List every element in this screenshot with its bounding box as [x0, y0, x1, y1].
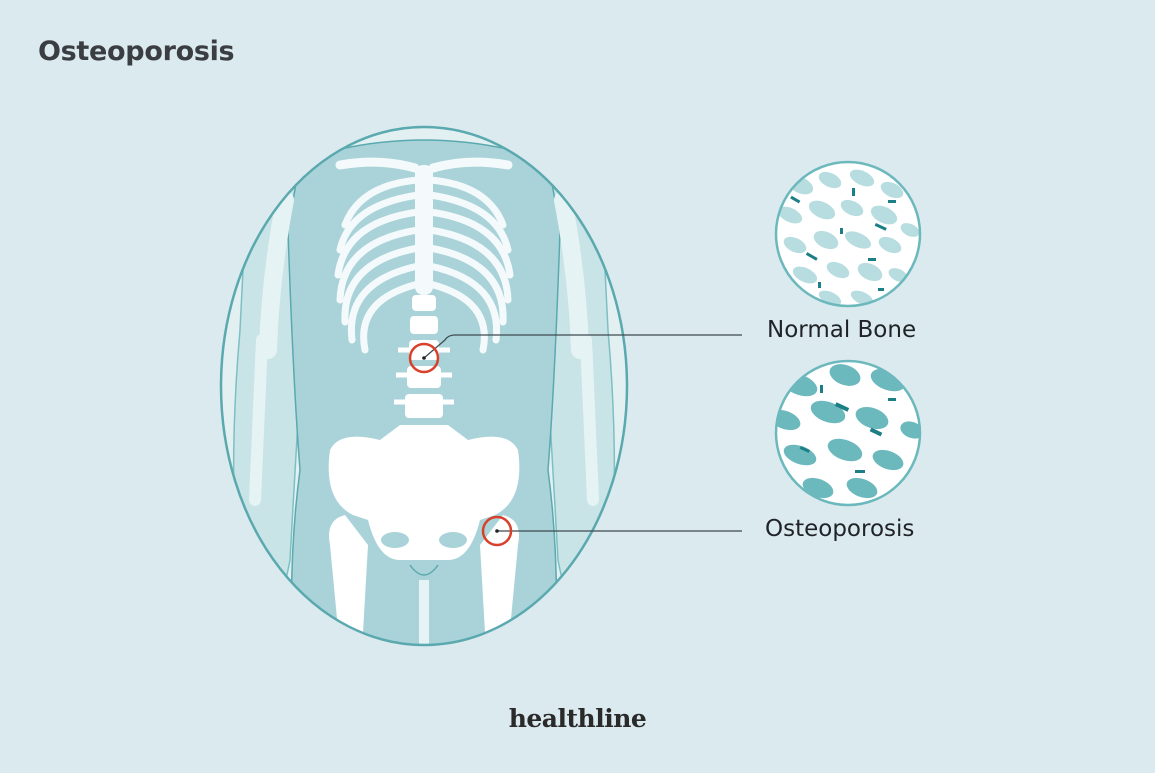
healthline-logo: healthline	[508, 704, 647, 733]
page-title: Osteoporosis	[38, 36, 235, 67]
normal-bone-label: Normal Bone	[767, 317, 917, 343]
osteoporosis-bone-circle	[774, 359, 922, 507]
leader-lines	[423, 334, 742, 532]
spine-marker	[408, 342, 440, 374]
osteoporosis-label: Osteoporosis	[765, 516, 915, 542]
body-oval	[219, 125, 629, 647]
hip-marker	[481, 515, 513, 547]
normal-bone-circle	[774, 160, 922, 308]
